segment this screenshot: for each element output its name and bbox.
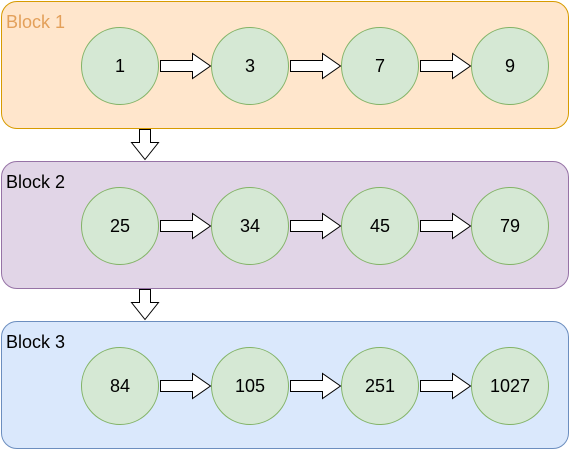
arrow-b2-3-4 [420,212,472,240]
node-b3-2: 105 [211,347,289,425]
block-2-title: Block 2 [6,172,66,192]
node-b1-1: 1 [81,27,159,105]
arrow-b1-1-2 [160,52,212,80]
block-3-title: Block 3 [6,332,66,352]
arrow-b3-3-4 [420,372,472,400]
arrow-block-1-to-2 [130,129,160,161]
node-b2-4: 79 [471,187,549,265]
arrow-b3-2-3 [290,372,342,400]
arrow-block-2-to-3 [130,289,160,321]
arrow-b2-1-2 [160,212,212,240]
arrow-b1-3-4 [420,52,472,80]
arrow-b1-2-3 [290,52,342,80]
node-b1-2: 3 [211,27,289,105]
node-b2-1: 25 [81,187,159,265]
block-1-title: Block 1 [6,12,66,32]
node-b3-3: 251 [341,347,419,425]
node-b1-3: 7 [341,27,419,105]
node-b2-3: 45 [341,187,419,265]
node-b1-4: 9 [471,27,549,105]
node-b3-4: 1027 [471,347,549,425]
node-b3-1: 84 [81,347,159,425]
node-b2-2: 34 [211,187,289,265]
arrow-b2-2-3 [290,212,342,240]
arrow-b3-1-2 [160,372,212,400]
